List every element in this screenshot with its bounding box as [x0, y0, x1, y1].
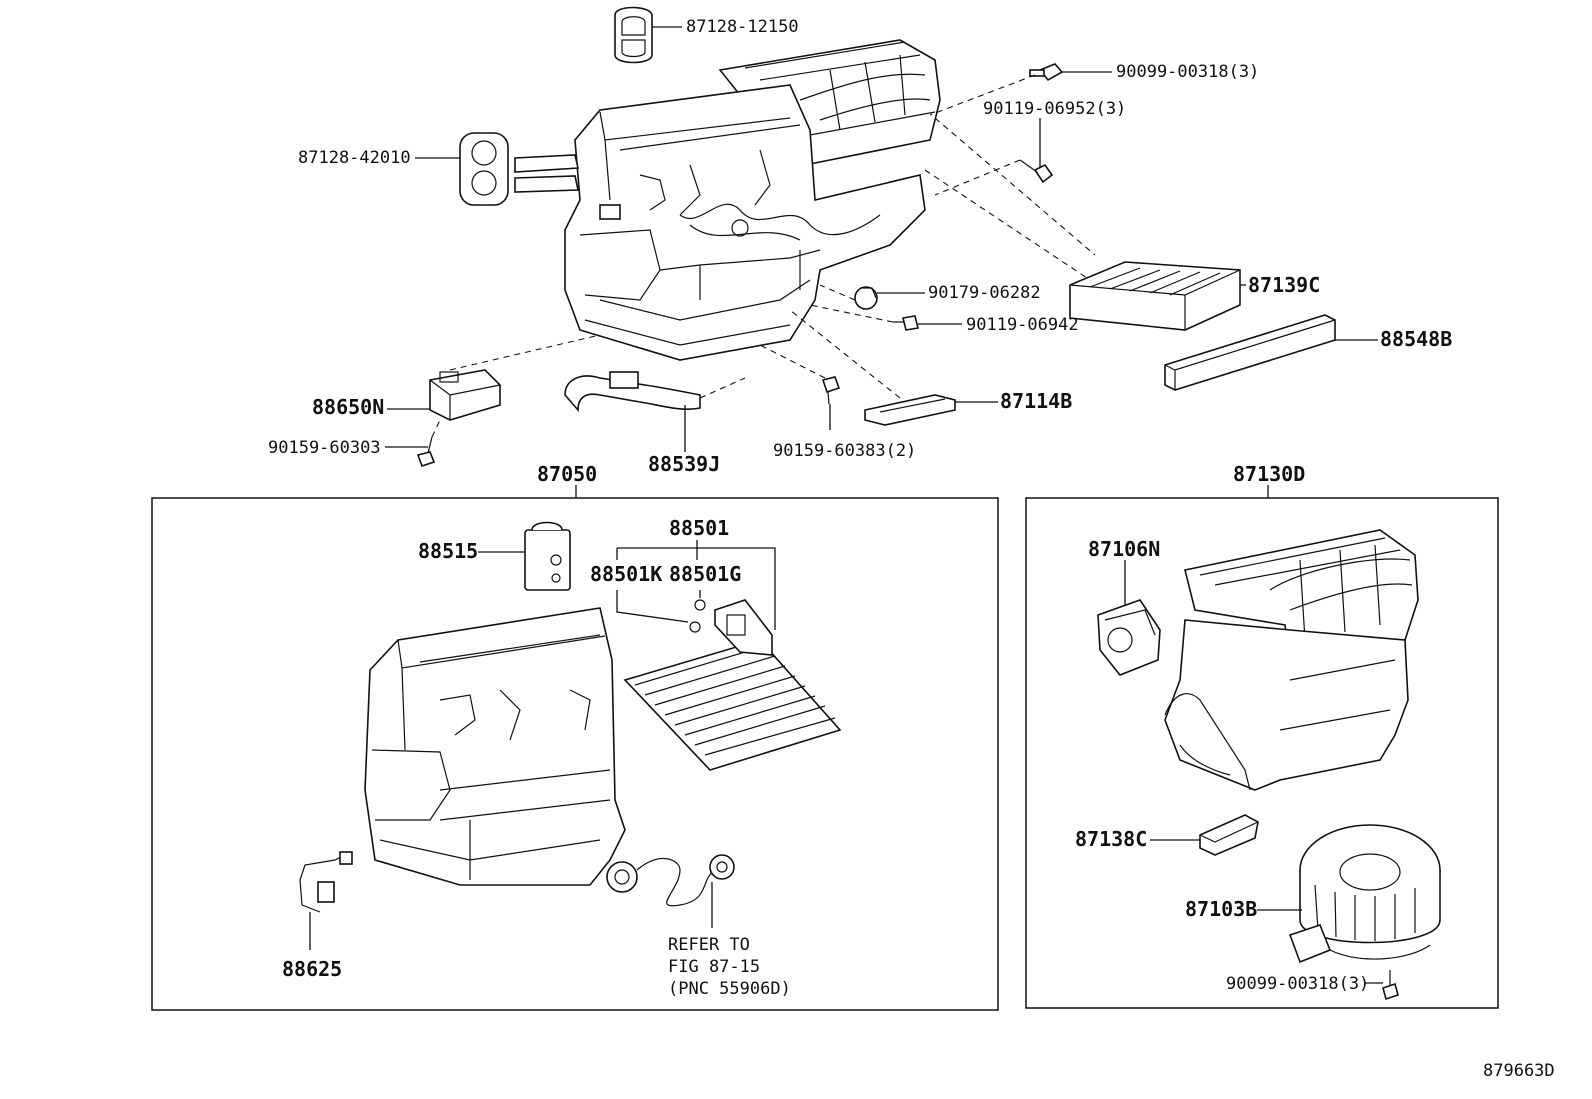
- screw-90119-06942-drawing: [893, 315, 919, 331]
- label-90119-06942: 90119-06942: [966, 315, 1079, 335]
- refer-text-line-1: REFER TO: [668, 935, 750, 955]
- label-87106n: 87106N: [1088, 537, 1160, 561]
- label-88501g: 88501G: [669, 562, 741, 586]
- insulator-87114b-drawing: [864, 394, 956, 426]
- blower-motor-87103b-drawing: [1288, 824, 1441, 964]
- label-87139c: 87139C: [1248, 273, 1320, 297]
- valve-88515-drawing: [524, 521, 571, 591]
- label-88548b: 88548B: [1380, 327, 1452, 351]
- clip-90179-06282-drawing: [854, 286, 878, 310]
- screw-90159-60383-drawing: [821, 376, 841, 405]
- assembly-box-87050: [151, 497, 999, 1011]
- screw-90119-06952-drawing: [1019, 159, 1054, 184]
- label-87128-12150: 87128-12150: [686, 17, 799, 37]
- resistor-87138c-drawing: [1199, 814, 1259, 856]
- sensor-88625-drawing: [299, 851, 353, 913]
- filter-87139c-drawing: [1069, 261, 1241, 331]
- label-90099-00318-top: 90099-00318(3): [1116, 62, 1259, 82]
- screw-90099-00318-bottom-drawing: [1382, 970, 1399, 1001]
- label-88625: 88625: [282, 957, 342, 981]
- figure-id: 879663D: [1483, 1061, 1555, 1081]
- label-90179-06282: 90179-06282: [928, 283, 1041, 303]
- blower-case-drawing: [1164, 529, 1419, 791]
- label-87138c: 87138C: [1075, 827, 1147, 851]
- label-88501: 88501: [669, 516, 729, 540]
- label-90119-06952: 90119-06952(3): [983, 99, 1126, 119]
- label-88515: 88515: [418, 539, 478, 563]
- screw-90159-60303-drawing: [416, 436, 436, 468]
- screw-90099-00318-top-drawing: [1029, 63, 1064, 82]
- seal-87128-12150-drawing: [614, 6, 653, 64]
- label-87050: 87050: [537, 462, 597, 486]
- servo-motor-87106n-drawing: [1097, 599, 1161, 676]
- label-90159-60303: 90159-60303: [268, 438, 381, 458]
- seal-87128-42010-drawing: [459, 132, 509, 206]
- assembly-box-87130d: [1025, 497, 1499, 1009]
- main-hvac-unit-drawing: [514, 39, 941, 361]
- label-88539j: 88539J: [648, 452, 720, 476]
- label-87103b: 87103B: [1185, 897, 1257, 921]
- refer-text-line-2: FIG 87-15: [668, 957, 760, 977]
- evaporator-core-88501-drawing: [623, 599, 842, 771]
- refer-text-line-3: (PNC 55906D): [668, 979, 791, 999]
- actuator-88650n-drawing: [429, 369, 501, 421]
- hose-88539j-drawing: [564, 371, 701, 413]
- label-87130d: 87130D: [1233, 462, 1305, 486]
- label-87114b: 87114B: [1000, 389, 1072, 413]
- label-88650n: 88650N: [312, 395, 384, 419]
- evaporator-case-drawing: [364, 607, 626, 886]
- label-90159-60383: 90159-60383(2): [773, 441, 916, 461]
- wire-harness-drawing: [606, 854, 735, 907]
- label-87128-42010: 87128-42010: [298, 148, 411, 168]
- label-90099-00318-bottom: 90099-00318(3): [1226, 974, 1369, 994]
- label-88501k: 88501K: [590, 562, 662, 586]
